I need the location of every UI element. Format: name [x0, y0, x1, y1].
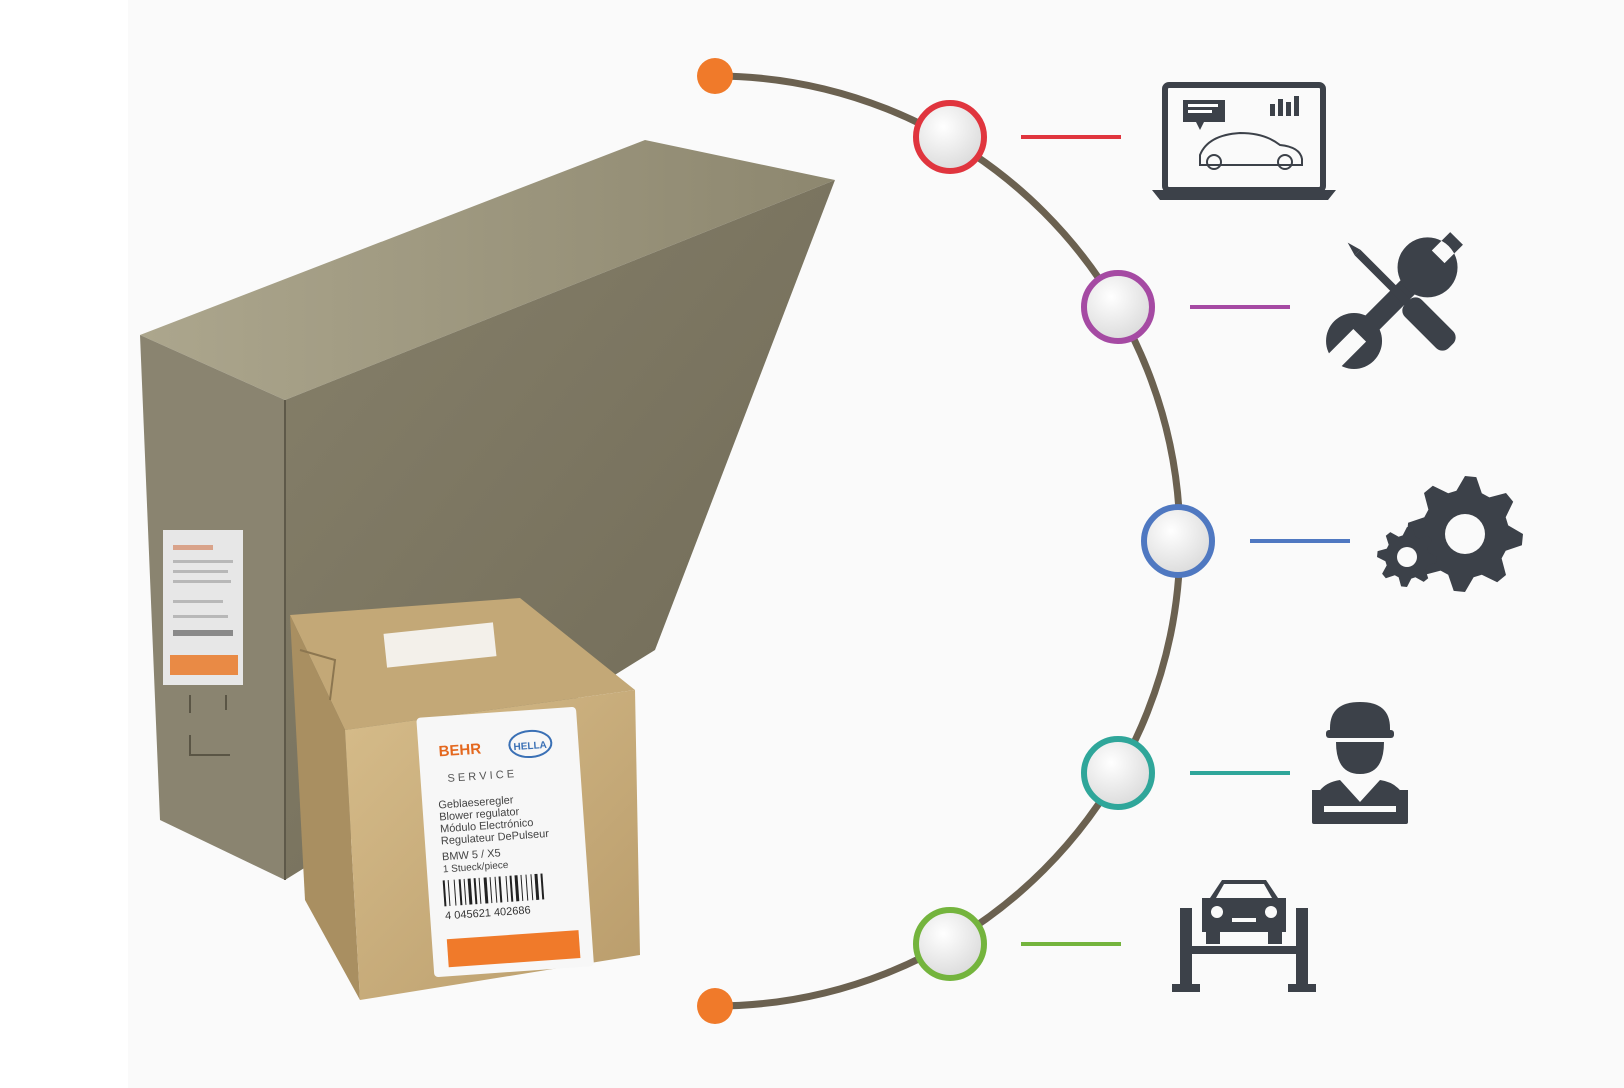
wrench-screwdriver-icon [1325, 232, 1463, 370]
timeline-start-dot [697, 58, 733, 94]
large-box-label [163, 530, 243, 685]
label-line-2: Blower regulator [439, 806, 520, 824]
timeline-node-2 [1081, 270, 1290, 344]
timeline-node-4 [1081, 736, 1290, 810]
laptop-diagnostics-icon [1152, 82, 1336, 200]
hella-logo-text: HELLA [513, 740, 547, 753]
service-text: S E R V I C E [447, 768, 514, 785]
large-box-top [140, 140, 835, 400]
small-box-side [290, 615, 360, 1000]
barcode [442, 873, 545, 907]
timeline [697, 58, 1350, 1024]
timeline-node-3 [1141, 504, 1350, 578]
label-line-6: 1 Stueck/piece [443, 860, 510, 876]
behr-logo-text: BEHR [438, 740, 482, 760]
orange-strip [446, 930, 581, 968]
mechanic-icon [1312, 702, 1408, 824]
label-line-5: BMW 5 / X5 [442, 847, 501, 863]
hella-logo-icon [508, 729, 553, 759]
car-lift-icon [1172, 880, 1316, 992]
small-box-label: BEHR HELLA S E R V I C E Geblaeseregler … [416, 707, 594, 977]
label-line-1: Geblaeseregler [438, 794, 514, 811]
small-box-top [290, 598, 635, 730]
small-box: BEHR HELLA S E R V I C E Geblaeseregler … [290, 598, 640, 1000]
timeline-end-dot [697, 988, 733, 1024]
timeline-node-1 [913, 100, 1121, 174]
small-box-top-sticker [383, 622, 497, 668]
timeline-node-5 [913, 907, 1121, 981]
barcode-number: 4 045621 402686 [445, 904, 531, 922]
gears-icon [1377, 476, 1523, 592]
